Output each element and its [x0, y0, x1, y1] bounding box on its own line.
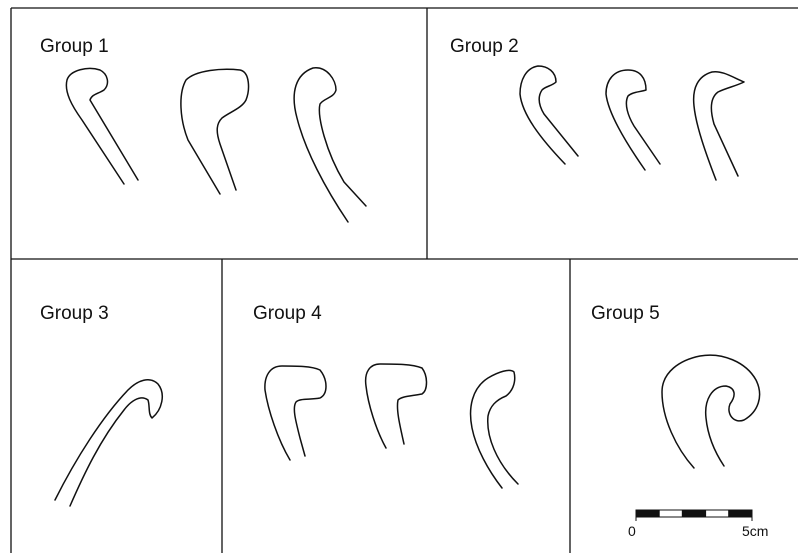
- group-4-label: Group 4: [253, 303, 322, 324]
- scale-bar: [635, 509, 753, 521]
- group-3-label: Group 3: [40, 303, 109, 324]
- group-5-label: Group 5: [591, 303, 660, 324]
- group-2-profile-1: [519, 65, 579, 165]
- panel-group-1: Group 1: [40, 36, 367, 223]
- scale-bar-segment: [705, 509, 730, 518]
- group-1-label: Group 1: [40, 36, 109, 57]
- panel-group-5: Group 5: [591, 303, 761, 469]
- panel-group-4: Group 4: [253, 303, 519, 489]
- panel-group-3: Group 3: [40, 303, 164, 507]
- group-2-profile-2: [605, 69, 661, 171]
- group-4-profile-3: [469, 369, 519, 489]
- group-5-profile-1: [661, 354, 761, 469]
- scale-bar-segment: [635, 509, 660, 518]
- scale-bar-segment: [681, 509, 707, 518]
- group-4-profile-2: [364, 363, 428, 449]
- panel-group-2: Group 2: [450, 36, 745, 181]
- scale-bar-segment: [658, 509, 683, 518]
- panel-grid: [10, 7, 798, 553]
- group-1-profile-3: [293, 67, 367, 223]
- group-1-profile-2: [180, 68, 250, 195]
- group-4-profile-1: [264, 365, 327, 461]
- group-2-label: Group 2: [450, 36, 519, 57]
- group-3-profile-1: [54, 379, 164, 507]
- group-2-profile-3: [692, 70, 745, 181]
- group-1-profile-1: [65, 67, 139, 185]
- scale-bar-segment: [728, 509, 753, 518]
- scale-end-label: 5cm: [742, 523, 768, 539]
- scale-start-label: 0: [628, 523, 636, 539]
